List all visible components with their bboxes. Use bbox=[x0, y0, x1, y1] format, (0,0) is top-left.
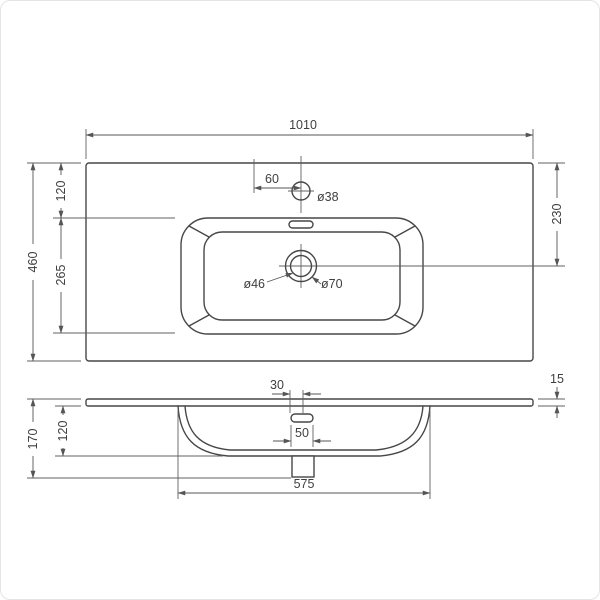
dim-overflow-width-label: 50 bbox=[295, 426, 309, 440]
dim-back-to-basin: 120 bbox=[53, 162, 175, 219]
dim-bowl-depth-label: 120 bbox=[56, 421, 70, 442]
dim-overflow-width: 50 bbox=[273, 425, 331, 447]
drain-hole-inner bbox=[289, 254, 313, 278]
overflow-slot-front bbox=[290, 413, 314, 423]
dim-overall-height-label: 170 bbox=[26, 429, 40, 450]
countertop-outline bbox=[85, 162, 534, 362]
faucet-hole-label: ø38 bbox=[317, 190, 339, 204]
dim-bowl-depth: 120 bbox=[55, 405, 223, 457]
faucet-hole bbox=[291, 181, 311, 201]
dim-overall-depth-label: 460 bbox=[26, 252, 40, 273]
dim-right-to-drain: 230 bbox=[323, 162, 565, 267]
bowl-inner-profile bbox=[184, 405, 424, 451]
basin-inner-edge bbox=[203, 231, 401, 321]
overflow-slot-top bbox=[288, 220, 314, 229]
dim-overflow-offset: 30 bbox=[270, 378, 321, 413]
dim-basin-length: 265 bbox=[53, 217, 175, 334]
dim-drain-outer-label: ø70 bbox=[321, 277, 343, 291]
dim-bowl-width: 575 bbox=[177, 411, 431, 499]
dim-drain-inner-label: ø46 bbox=[243, 277, 265, 291]
dim-right-to-drain-label: 230 bbox=[550, 204, 564, 225]
dim-countertop-thickness: 15 bbox=[538, 372, 565, 418]
basin-corner-slopes bbox=[188, 225, 416, 327]
dim-overall-width: 1010 bbox=[85, 118, 534, 159]
front-view: 30 15 170 120 bbox=[25, 372, 565, 499]
dim-overall-height: 170 bbox=[25, 398, 291, 479]
dim-overall-width-label: 1010 bbox=[289, 118, 317, 132]
dim-faucet-offset: 60 bbox=[253, 159, 302, 193]
dim-overall-depth: 460 bbox=[25, 162, 81, 362]
drain-outlet bbox=[291, 455, 315, 478]
top-view: ø38 ø46 ø70 1010 460 bbox=[25, 118, 565, 362]
countertop-slab bbox=[85, 398, 534, 407]
drain-hole-outer bbox=[284, 249, 318, 283]
dim-overflow-offset-label: 30 bbox=[270, 378, 284, 392]
dim-drain-inner: ø46 bbox=[243, 272, 294, 291]
dim-basin-length-label: 265 bbox=[54, 265, 68, 286]
dim-drain-outer: ø70 bbox=[311, 276, 343, 291]
dim-back-to-basin-label: 120 bbox=[54, 181, 68, 202]
basin-outer-edge bbox=[180, 217, 424, 335]
dim-bowl-width-label: 575 bbox=[294, 477, 315, 491]
dim-countertop-thickness-label: 15 bbox=[550, 372, 564, 386]
dim-faucet-offset-label: 60 bbox=[265, 172, 279, 186]
